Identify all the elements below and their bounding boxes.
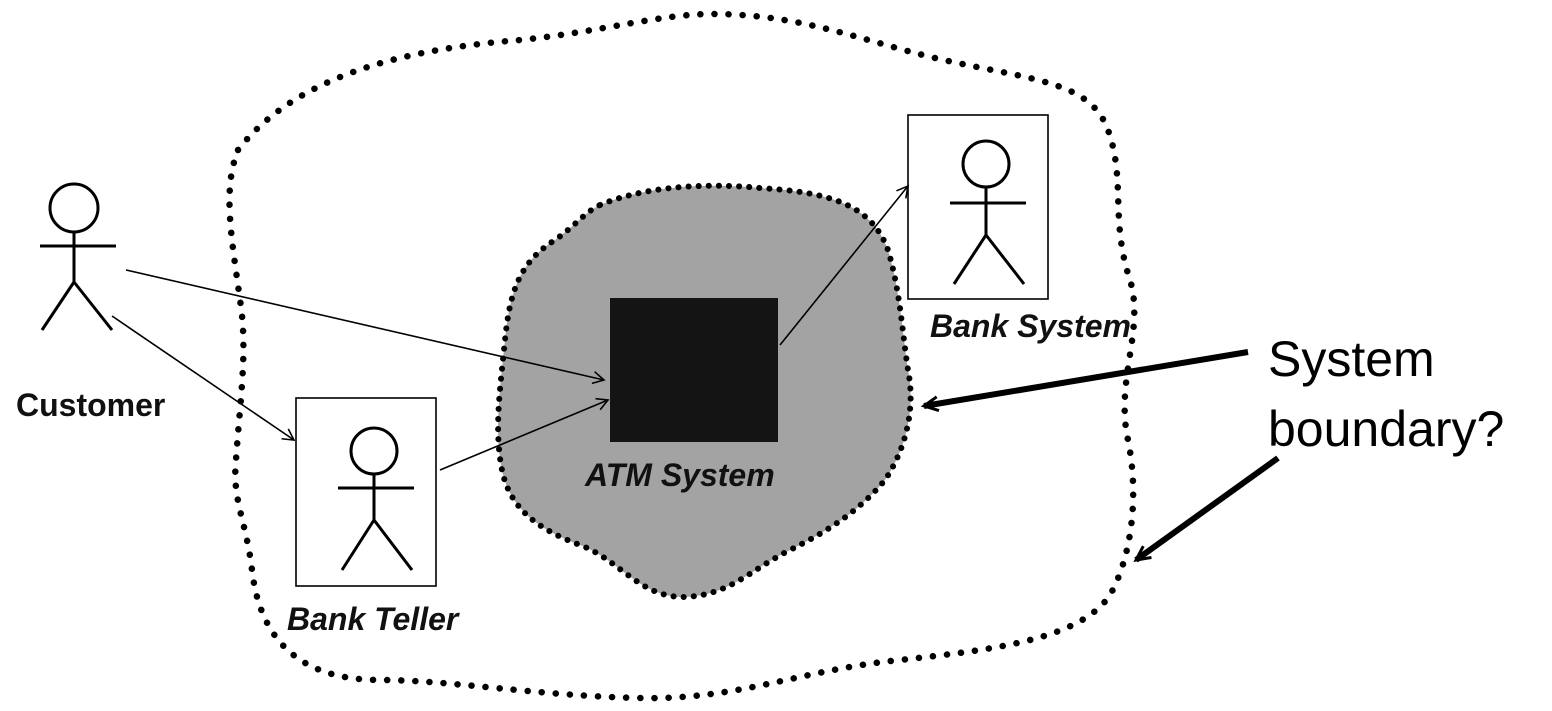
atm-to-bank-system-arrow — [779, 184, 910, 346]
boundary-question-line1: System — [1268, 331, 1435, 387]
bank-teller-box — [295, 397, 437, 587]
customer-to-atm-arrow — [125, 269, 606, 385]
bank-system-actor[interactable]: Bank System — [907, 114, 1131, 344]
stick-figure-icon — [338, 426, 414, 571]
outer-boundary — [226, 10, 1138, 702]
boundary-pointer-inner — [924, 349, 1249, 406]
boundary-pointer-outer — [1136, 455, 1280, 563]
teller-to-atm-arrow — [439, 397, 610, 471]
atm-system-box[interactable] — [610, 298, 778, 442]
customer-actor[interactable]: Customer — [16, 182, 165, 423]
customer-label: Customer — [16, 387, 165, 423]
bank-teller-label: Bank Teller — [287, 601, 460, 637]
bank-system-label: Bank System — [930, 308, 1131, 344]
bank-system-box — [907, 114, 1049, 300]
bank-teller-actor[interactable]: Bank Teller — [287, 397, 460, 637]
stick-figure-icon — [950, 139, 1026, 285]
boundary-question-line2: boundary? — [1268, 401, 1504, 457]
customer-to-teller-arrow — [111, 315, 296, 441]
stick-figure-icon — [40, 182, 116, 331]
atm-system-label: ATM System — [584, 457, 775, 493]
